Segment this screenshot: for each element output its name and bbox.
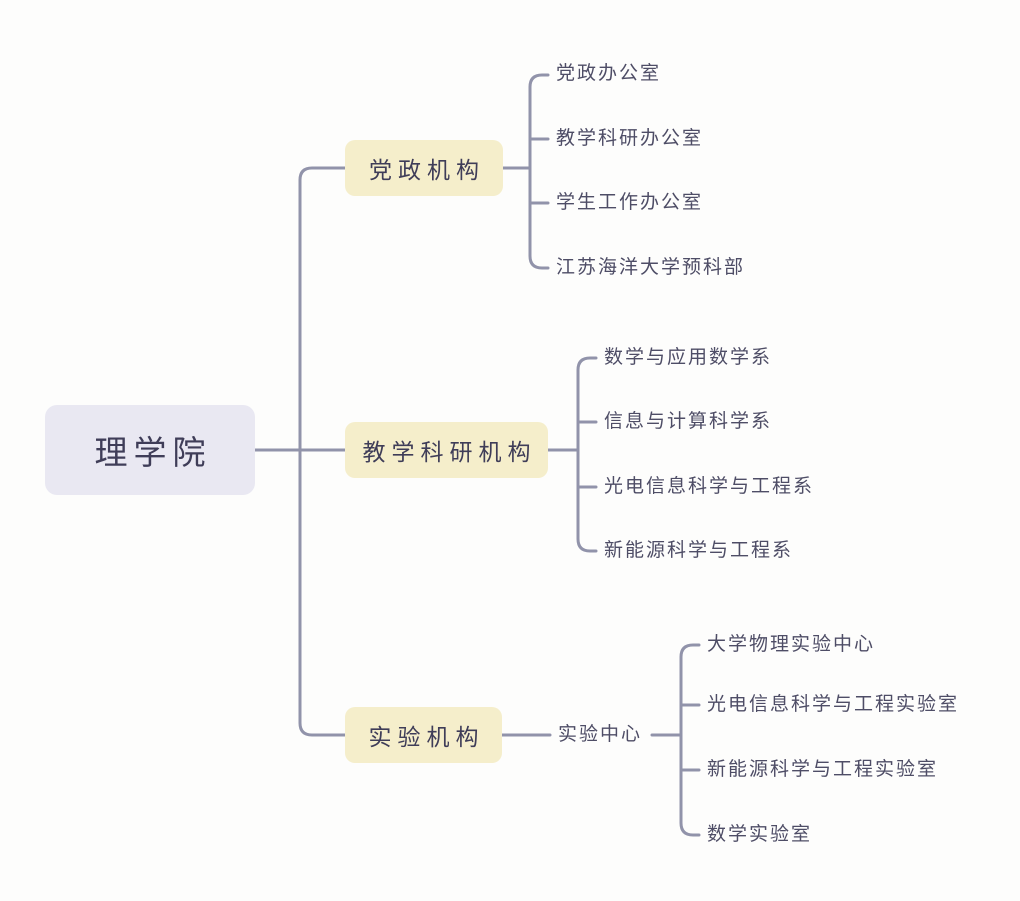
branch-node-experimental: 实验机构	[345, 707, 502, 763]
leaf-optoelectronics-lab: 光电信息科学与工程实验室	[707, 694, 960, 715]
leaf-party-gov-office: 党政办公室	[556, 63, 662, 84]
leaf-math-applied-math-dept: 数学与应用数学系	[604, 347, 773, 368]
leaf-optoelectronics-dept: 光电信息科学与工程系	[604, 476, 815, 497]
leaf-teaching-research-office: 教学科研办公室	[556, 128, 704, 149]
leaf-physics-lab-center: 大学物理实验中心	[707, 634, 876, 655]
leaf-new-energy-lab: 新能源科学与工程实验室	[707, 759, 939, 780]
branch-node-teaching-research: 教学科研机构	[345, 422, 548, 478]
leaf-info-computing-dept: 信息与计算科学系	[604, 411, 773, 432]
edge-branch2-spine	[576, 356, 598, 553]
edge-branch3-spine	[679, 643, 701, 837]
edge-branch1-spine	[528, 73, 550, 270]
leaf-student-affairs-office: 学生工作办公室	[556, 192, 704, 213]
leaf-preparatory-dept: 江苏海洋大学预科部	[556, 257, 746, 278]
branch-node-party-gov: 党政机构	[345, 140, 503, 196]
root-node-science-school: 理学院	[45, 405, 255, 495]
leaf-new-energy-dept: 新能源科学与工程系	[604, 540, 794, 561]
edge-trunk	[298, 166, 347, 737]
subnode-experiment-center: 实验中心	[558, 724, 643, 745]
leaf-math-lab: 数学实验室	[707, 824, 813, 845]
